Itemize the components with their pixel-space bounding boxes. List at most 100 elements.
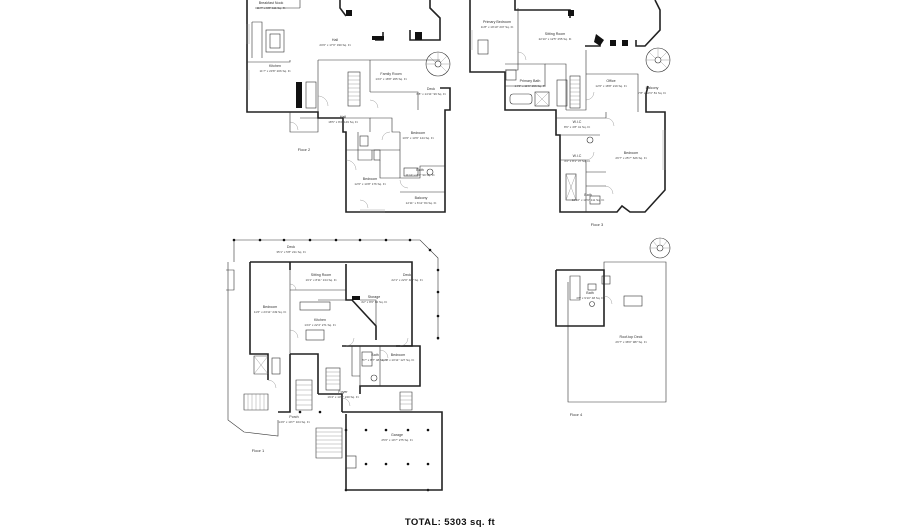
svg-text:Porch: Porch [289,415,298,419]
floor-2-plan: Breakfast Nook 11'7" x 9'8" 111 Sq. Ft H… [246,0,451,213]
room-name: Sitting Room [311,273,332,277]
svg-text:11'4" x 10'11" 127 Sq. Ft: 11'4" x 10'11" 127 Sq. Ft [382,358,415,362]
room-size: 26'7" x 38'0" 987 Sq. Ft [615,340,646,344]
floor-label: Floor 3 [591,222,604,227]
svg-text:16'1" x 8'11" 134 Sq. Ft: 16'1" x 8'11" 134 Sq. Ft [306,278,337,282]
room-size: 12'6" x 18'8" 219 Sq. Ft [595,84,626,88]
svg-text:Floor 3: Floor 3 [591,222,604,227]
room-size: 22'10" x 12'5" 255 Sq. Ft [539,37,572,41]
room-size: 12'11" x 6'11" 84 Sq. Ft [406,201,437,205]
room-size: 11'4" x 10'11" 127 Sq. Ft [382,358,415,362]
total-area: TOTAL: 5303 sq. ft [404,517,496,528]
svg-text:25'6" x 10'7" 275 Sq. Ft: 25'6" x 10'7" 275 Sq. Ft [381,438,412,442]
room-size: 11'7" x 9'8" 111 Sq. Ft [257,6,286,10]
svg-text:Breakfast Nook: Breakfast Nook [259,1,284,5]
svg-text:35'1" x 5'8" 211 Sq. Ft: 35'1" x 5'8" 211 Sq. Ft [276,250,305,254]
room-name: Storage [368,295,381,299]
room-name: Deck [427,87,435,91]
room-name: Bedroom [411,131,426,135]
room-size: 20'0" x 17'0" 330 Sq. Ft [319,43,350,47]
room-name: Bedroom [263,305,278,309]
svg-text:Balcony: Balcony [415,196,428,200]
svg-text:14'0" x 10'7" 104 Sq. Ft: 14'0" x 10'7" 104 Sq. Ft [278,420,309,424]
svg-text:Roof-top Deck: Roof-top Deck [620,335,643,339]
room-size: 6'8" x 14'11" 99 Sq. Ft [416,92,445,96]
room-name: Bedroom [363,177,378,181]
spiral-staircase [645,47,671,73]
room-name: Hall [340,115,346,119]
room-name: Sitting Room [545,32,566,36]
svg-text:Primary Bedroom: Primary Bedroom [483,20,511,24]
room-size: 25'6" x 10'7" 275 Sq. Ft [381,438,412,442]
svg-text:11'7" x 23'8" 206 Sq. Ft: 11'7" x 23'8" 206 Sq. Ft [260,69,291,73]
svg-text:12'6" x 18'8" 219 Sq. Ft: 12'6" x 18'8" 219 Sq. Ft [595,84,626,88]
room-size: 11'7" x 23'8" 206 Sq. Ft [260,69,291,73]
svg-text:22'10" x 12'5" 255 Sq. Ft: 22'10" x 12'5" 255 Sq. Ft [539,37,572,41]
svg-text:11'6" x 23'11" 249 Sq. Ft: 11'6" x 23'11" 249 Sq. Ft [254,310,287,314]
svg-text:20'0" x 17'0" 330 Sq. Ft: 20'0" x 17'0" 330 Sq. Ft [319,43,350,47]
room-size: 18'5" x 8'2" 149 Sq. Ft [328,120,358,124]
room-name: Bath [586,291,593,295]
room-name: Foyer [338,390,348,394]
room-name: Primary Bath [520,79,541,83]
svg-text:Sitting Room: Sitting Room [311,273,332,277]
svg-text:Bedroom: Bedroom [263,305,278,309]
room-size: 10'6" x 13'9" 144 Sq. Ft [402,136,433,140]
svg-text:Balcony: Balcony [646,86,659,90]
svg-text:Bedroom: Bedroom [391,353,406,357]
svg-text:Deck: Deck [403,273,411,277]
svg-text:W.I.C: W.I.C [573,154,582,158]
room-name: Kitchen [314,318,326,322]
room-size: 4'2" x 8'6" 60 Sq. Ft [361,300,387,304]
room-size: 22'1" x 22'0" 487 Sq. Ft [391,278,422,282]
room-size: 16'1" x 8'11" 134 Sq. Ft [306,278,337,282]
room-name: Balcony [646,86,659,90]
svg-text:Bedroom: Bedroom [363,177,378,181]
room-name: W.I.C [573,154,582,158]
room-size: 26'7" x 25'7" 626 Sq. Ft [615,156,646,160]
room-name: W.I.C [573,120,582,124]
svg-text:4'4" x 8'1" 37 Sq. Ft: 4'4" x 8'1" 37 Sq. Ft [564,159,590,163]
svg-text:Storage: Storage [368,295,381,299]
spiral-staircase [649,237,671,259]
room-size: 13'2" x 22'4" 271 Sq. Ft [304,323,335,327]
svg-text:Bath: Bath [371,353,378,357]
room-size: 35'1" x 5'8" 211 Sq. Ft [276,250,305,254]
room-size: 8'9" x 4'8" 41 Sq. Ft [564,125,590,129]
room-size: 16'4" x 13'6" 240 Sq. Ft [327,395,358,399]
room-name: Hall [332,38,338,42]
room-name: Bath [371,353,378,357]
svg-text:11'7" x 9'8" 111 Sq. Ft: 11'7" x 9'8" 111 Sq. Ft [257,6,286,10]
room-size: 4'8" x 9'10" 48 Sq. Ft [576,296,604,300]
room-size: 10'10" x 10'6" 111 Sq. Ft [572,198,605,202]
room-size: 12'6" x 14'8" 176 Sq. Ft [354,182,385,186]
svg-text:18'5" x 8'2" 149 Sq. Ft: 18'5" x 8'2" 149 Sq. Ft [328,120,358,124]
svg-text:W.I.C: W.I.C [573,120,582,124]
room-size: 11'6" x 23'11" 249 Sq. Ft [254,310,287,314]
svg-text:26'7" x 25'7" 626 Sq. Ft: 26'7" x 25'7" 626 Sq. Ft [615,156,646,160]
room-size: 13'2" x 18'8" 265 Sq. Ft [375,77,406,81]
room-size: 4'4" x 8'1" 37 Sq. Ft [564,159,590,163]
svg-text:4'8" x 9'10" 48 Sq. Ft: 4'8" x 9'10" 48 Sq. Ft [576,296,604,300]
floor-3-plan: Primary Bedroom 11'8" x 19'10" 207 Sq. F… [469,0,671,227]
svg-text:7'8" x 13'3" 81 Sq. Ft: 7'8" x 13'3" 81 Sq. Ft [638,91,666,95]
svg-text:Office: Office [606,79,615,83]
svg-text:Hall: Hall [332,38,338,42]
room-size: 7'8" x 13'3" 81 Sq. Ft [638,91,666,95]
svg-text:Primary Bath: Primary Bath [520,79,541,83]
room-name: Porch [289,415,298,419]
svg-text:12'6" x 14'8" 176 Sq. Ft: 12'6" x 14'8" 176 Sq. Ft [354,182,385,186]
room-size: 14'3" x 11'6" 156 Sq. Ft [515,84,546,88]
room-name: Deck [403,273,411,277]
room-name: Garage [391,433,403,437]
room-name: Bath [416,168,423,172]
room-size: 11'8" x 19'10" 207 Sq. Ft [481,25,514,29]
svg-text:Deck: Deck [427,87,435,91]
floor-label: Floor 2 [298,147,311,152]
floor-4-plan: Bath 4'8" x 9'10" 48 Sq. Ft Roof-top Dec… [555,237,671,417]
svg-text:5'7" x 8'7" 48 Sq. Ft: 5'7" x 8'7" 48 Sq. Ft [362,358,388,362]
svg-text:Deck: Deck [287,245,295,249]
svg-text:12'11" x 6'11" 84 Sq. Ft: 12'11" x 6'11" 84 Sq. Ft [406,201,437,205]
svg-text:Garage: Garage [391,433,403,437]
